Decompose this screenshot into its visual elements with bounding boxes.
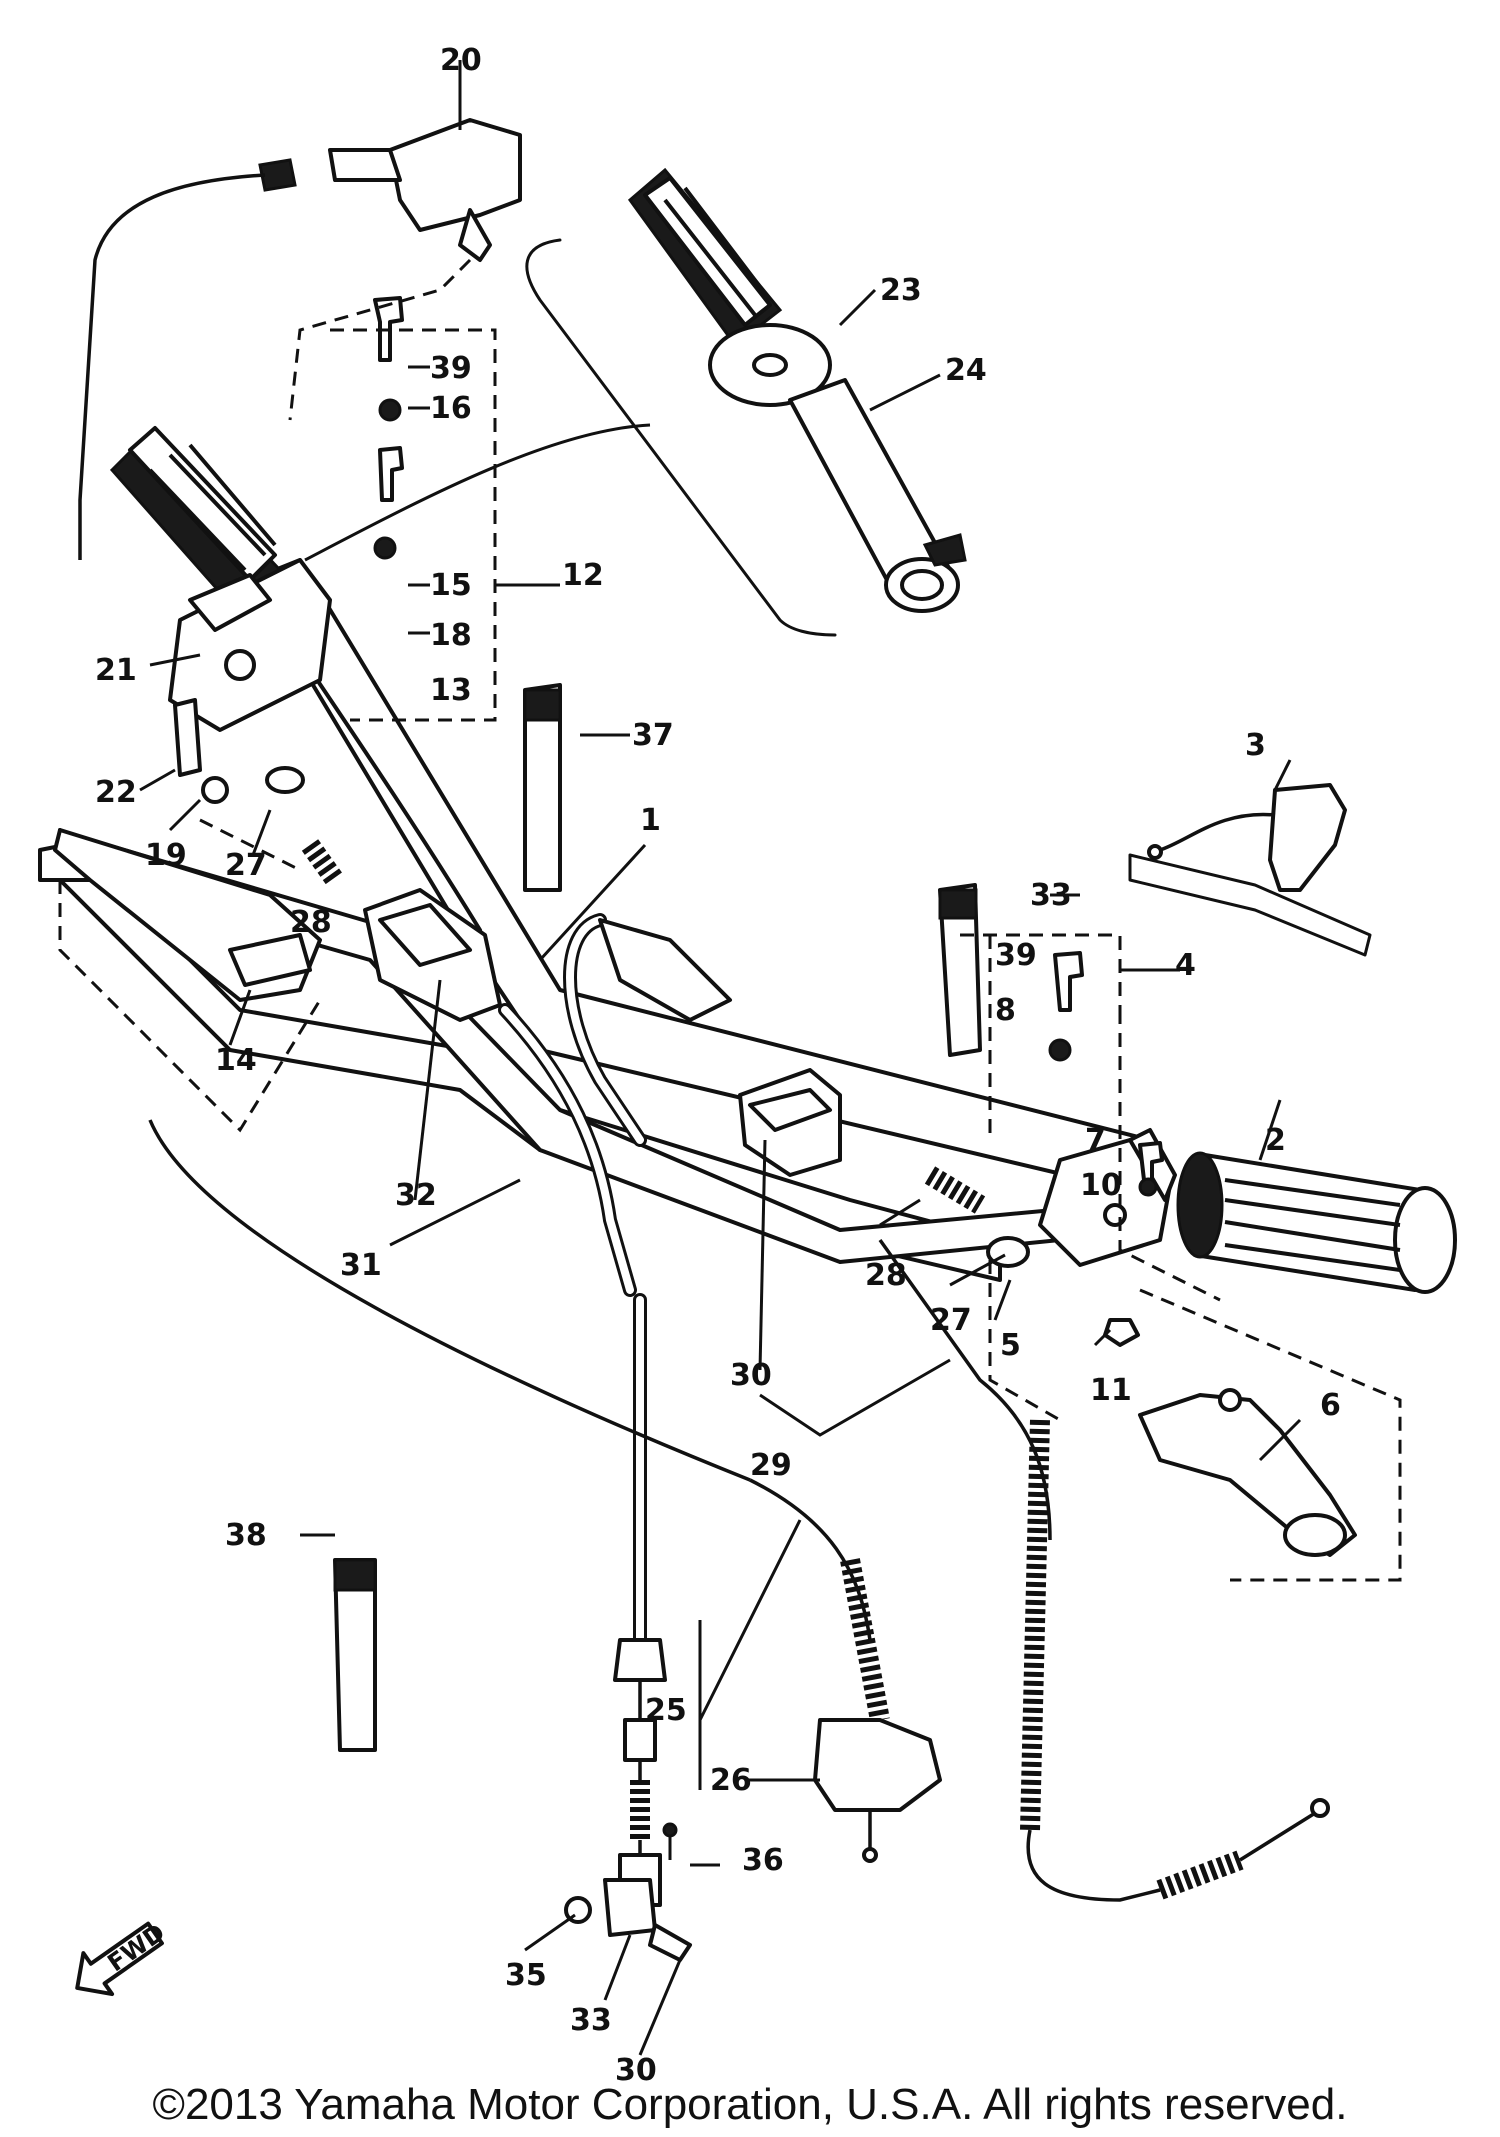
callout-10: 10 <box>1080 1168 1122 1203</box>
copyright-notice: ©2013 Yamaha Motor Corporation, U.S.A. A… <box>152 2080 1348 2129</box>
callout-6: 6 <box>1320 1388 1341 1423</box>
callout-21: 21 <box>95 653 137 688</box>
callout-30a: 30 <box>730 1358 772 1393</box>
callout-38: 38 <box>225 1518 267 1553</box>
callout-39a: 39 <box>430 351 472 386</box>
callout-numbers: 20 23 24 39 16 15 12 18 21 13 37 22 19 2… <box>95 43 1341 2088</box>
forward-arrow: FWD <box>75 1918 171 1997</box>
callout-35: 35 <box>505 1958 547 1993</box>
callout-11: 11 <box>1090 1373 1132 1408</box>
callout-33b: 33 <box>570 2003 612 2038</box>
callout-12: 12 <box>562 558 604 593</box>
callout-1: 1 <box>640 803 661 838</box>
leader-lines <box>139 60 1302 2056</box>
callout-25: 25 <box>645 1693 687 1728</box>
callout-20: 20 <box>440 43 482 78</box>
callout-5: 5 <box>1000 1328 1021 1363</box>
brake-lever <box>1138 1388 1357 1557</box>
callout-4: 4 <box>1175 948 1196 983</box>
callout-18: 18 <box>430 618 472 653</box>
cable-tie-33 <box>938 883 982 1057</box>
callout-23: 23 <box>880 273 922 308</box>
callout-26: 26 <box>710 1763 752 1798</box>
cable-cover-left <box>363 888 502 1022</box>
clutch-lever <box>53 828 322 1002</box>
callout-2: 2 <box>1265 1123 1286 1158</box>
callout-27a: 27 <box>225 848 267 883</box>
callout-32: 32 <box>395 1178 437 1213</box>
callout-39b: 39 <box>995 938 1037 973</box>
callout-37: 37 <box>632 718 674 753</box>
callout-22: 22 <box>95 775 137 810</box>
left-grip <box>109 426 283 618</box>
left-switch <box>78 118 522 560</box>
cable-tie-37 <box>523 683 562 892</box>
callout-31: 31 <box>340 1248 382 1283</box>
bolts-and-nuts <box>173 296 1164 1962</box>
throttle-cables <box>148 913 942 1907</box>
cable-tie-38 <box>333 1558 377 1752</box>
callout-8: 8 <box>995 993 1016 1028</box>
group-outlines <box>58 258 1402 1582</box>
clutch-lever-holder <box>168 558 332 732</box>
callout-15: 15 <box>430 568 472 603</box>
callout-30b: 30 <box>615 2053 657 2088</box>
callout-28a: 28 <box>290 905 332 940</box>
callout-13: 13 <box>430 673 472 708</box>
callout-27b: 27 <box>930 1303 972 1338</box>
right-grip <box>1176 1151 1457 1294</box>
callout-3: 3 <box>1245 728 1266 763</box>
fwd-label: FWD <box>103 1918 171 1977</box>
callout-14: 14 <box>215 1043 257 1078</box>
clutch-cable <box>878 1238 1330 1902</box>
callout-16: 16 <box>430 391 472 426</box>
throttle-sleeve <box>788 378 967 613</box>
callout-28b: 28 <box>865 1258 907 1293</box>
callout-7: 7 <box>1085 1123 1106 1158</box>
callout-36: 36 <box>742 1843 784 1878</box>
callout-24: 24 <box>945 353 987 388</box>
callout-19: 19 <box>145 838 187 873</box>
callout-29: 29 <box>750 1448 792 1483</box>
brake-switch <box>1147 783 1347 892</box>
callout-33a: 33 <box>1030 878 1072 913</box>
throttle-grip <box>627 167 832 407</box>
